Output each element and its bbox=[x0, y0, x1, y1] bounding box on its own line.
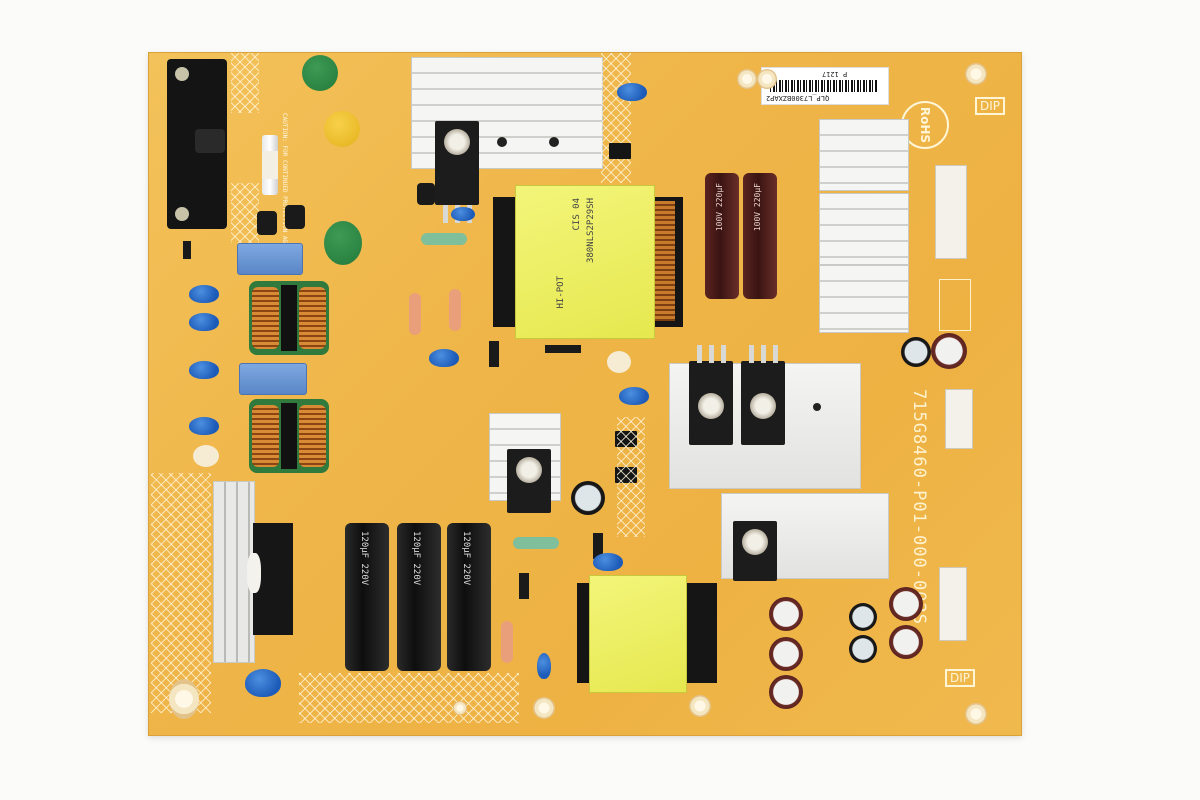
serial-sticker: P 1217 QLP_L7300BZXAP2 bbox=[761, 67, 889, 105]
resistor-tan bbox=[501, 621, 513, 663]
barcode bbox=[770, 80, 878, 92]
ground-plane-hatch bbox=[151, 473, 211, 713]
ground-plane-hatch bbox=[231, 53, 259, 113]
diode bbox=[519, 573, 529, 599]
capacitor-output bbox=[889, 625, 923, 659]
mount-hole bbox=[169, 679, 199, 719]
bridge-rectifier bbox=[247, 523, 293, 635]
bulk-capacitor-2: 120µF 220V bbox=[397, 523, 441, 671]
capacitor-small bbox=[901, 337, 931, 367]
ground-plane-hatch bbox=[231, 183, 259, 243]
capacitor-output bbox=[769, 675, 803, 709]
optocoupler bbox=[609, 143, 631, 159]
capacitor-small bbox=[849, 635, 877, 663]
fuse-caution-text: CAUTION: FOR CONTINUED PROTECTION AGAINS… bbox=[281, 113, 288, 263]
capacitor-output bbox=[769, 597, 803, 631]
bulk-capacitor-1: 120µF 220V bbox=[345, 523, 389, 671]
capacitor-small-black bbox=[285, 205, 305, 229]
heatsink-hole bbox=[497, 137, 507, 147]
mount-hole bbox=[175, 67, 189, 81]
diode bbox=[183, 241, 191, 259]
part-number: 715G8460-P01-000-002S bbox=[909, 389, 929, 625]
capacitor-small bbox=[849, 603, 877, 631]
isolation-gap-hatch bbox=[617, 417, 645, 537]
diode bbox=[593, 533, 603, 559]
resistor-green bbox=[421, 233, 467, 245]
capacitor-electrolytic-small bbox=[417, 183, 435, 205]
rubber-spacer bbox=[193, 445, 219, 467]
bulk-capacitor-3: 120µF 220V bbox=[447, 523, 491, 671]
mount-hole bbox=[965, 63, 987, 85]
diode-horizontal bbox=[545, 345, 581, 353]
y-capacitor bbox=[617, 83, 647, 101]
common-mode-choke-1 bbox=[249, 281, 329, 355]
mount-hole bbox=[965, 703, 987, 725]
output-heatsink-3 bbox=[819, 265, 909, 333]
output-heatsink-2 bbox=[819, 193, 909, 265]
diode bbox=[489, 341, 499, 367]
transformer-winding bbox=[655, 201, 675, 321]
mount-hole bbox=[689, 695, 711, 717]
standby-mosfet bbox=[733, 521, 777, 581]
regulator bbox=[507, 449, 551, 513]
y-capacitor bbox=[619, 387, 649, 405]
dip-mark-top: DIP bbox=[975, 97, 1006, 115]
resistor-tan bbox=[449, 289, 461, 331]
capacitor-output bbox=[889, 587, 923, 621]
capacitor-output bbox=[769, 637, 803, 671]
x-capacitor bbox=[237, 243, 303, 275]
varistor-yellow bbox=[324, 111, 360, 147]
connector-header bbox=[939, 279, 971, 331]
varistor-green-lower bbox=[324, 221, 362, 265]
common-mode-choke-2 bbox=[249, 399, 329, 473]
ac-inlet-connector bbox=[167, 59, 227, 229]
capacitor-output bbox=[931, 333, 967, 369]
heatsink-hole bbox=[549, 137, 559, 147]
y-capacitor bbox=[189, 313, 219, 331]
y-capacitor bbox=[593, 553, 623, 571]
output-connector-cn8602 bbox=[945, 389, 973, 449]
main-transformer: 380NLS2P29SH CIS 04 HI-POT bbox=[515, 185, 655, 339]
y-capacitor bbox=[537, 653, 551, 679]
resistor-green bbox=[513, 537, 559, 549]
ground-plane-hatch bbox=[601, 53, 631, 183]
pfc-mosfet bbox=[435, 121, 479, 223]
y-capacitor bbox=[245, 669, 281, 697]
capacitor-small-black bbox=[257, 211, 277, 235]
rectifier-diode-1 bbox=[689, 345, 733, 445]
y-capacitor bbox=[189, 417, 219, 435]
mount-hole bbox=[453, 701, 467, 715]
mount-hole bbox=[737, 69, 757, 89]
y-capacitor bbox=[189, 285, 219, 303]
output-connector-cn8603 bbox=[939, 567, 967, 641]
varistor-green-top bbox=[302, 55, 338, 91]
y-capacitor bbox=[451, 207, 475, 221]
inlet-latch bbox=[195, 129, 225, 153]
rubber-spacer bbox=[607, 351, 631, 373]
mount-hole bbox=[757, 69, 777, 89]
fuse bbox=[262, 135, 278, 195]
x-capacitor bbox=[239, 363, 307, 395]
ground-plane-hatch bbox=[299, 673, 519, 723]
y-capacitor bbox=[429, 349, 459, 367]
capacitor-small bbox=[571, 481, 605, 515]
output-capacitor-2: 100V 220µF bbox=[743, 173, 777, 299]
mount-hole bbox=[175, 207, 189, 221]
dip-mark-bottom: DIP bbox=[945, 669, 976, 687]
pcb-board: CAUTION: FOR CONTINUED PROTECTION AGAINS… bbox=[148, 52, 1022, 736]
output-heatsink-1 bbox=[819, 119, 909, 191]
mount-hole bbox=[533, 697, 555, 719]
resistor-tan bbox=[409, 293, 421, 335]
rectifier-diode-2 bbox=[741, 345, 785, 445]
standby-transformer bbox=[589, 575, 687, 693]
output-capacitor-1: 100V 220µF bbox=[705, 173, 739, 299]
output-connector-cn8601 bbox=[935, 165, 967, 259]
heatsink-hole bbox=[813, 403, 821, 411]
y-capacitor bbox=[189, 361, 219, 379]
